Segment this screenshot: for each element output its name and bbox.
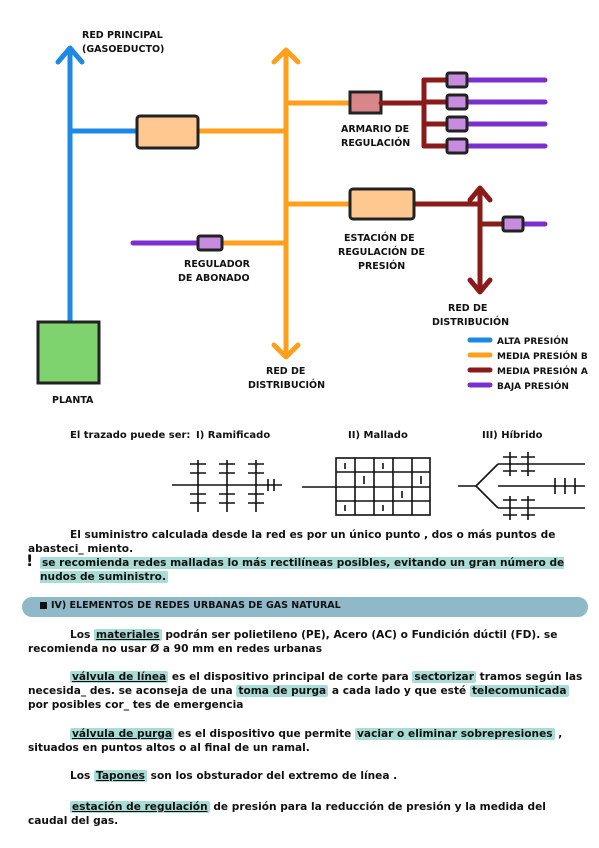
compressor-box [135, 114, 200, 150]
mallado-sketch [302, 457, 431, 516]
p1-highlight-materiales: materiales [94, 629, 162, 641]
baja-presion-lines [130, 77, 548, 246]
p5-highlight-estacion: estación de regulación [70, 801, 210, 813]
label-red-principal: RED PRINCIPAL [82, 30, 163, 41]
p2-highlight-valvula-linea: válvula de línea [70, 671, 169, 683]
p3-b: , situados en puntos altos o al final de… [28, 728, 563, 754]
square-bullet-icon [40, 602, 47, 609]
note-text: se recomienda redes malladas lo más rect… [40, 557, 565, 583]
gas-network-diagram: RED PRINCIPAL (GASOEDUCTO) ARMARIO DE RE… [36, 30, 588, 520]
paragraph-tapones: Los Tapones son los obsturador del extre… [28, 769, 588, 783]
label-red-dist-right-1: RED DE [448, 303, 487, 314]
trazado-ramificado-title: I) Ramificado [196, 430, 271, 441]
p2-a: es el dispositivo principal de corte par… [171, 671, 409, 683]
p4-b: son los obsturador del extremo de línea … [150, 770, 398, 782]
label-estacion-1: ESTACIÓN DE [344, 232, 415, 244]
media-presion-a-lines [378, 77, 506, 295]
p1-a: Los [70, 629, 91, 641]
legend-media-b: MEDIA PRESIÓN B [497, 350, 588, 362]
trazado-mallado-title: II) Mallado [348, 430, 408, 441]
suministro-text: El suministro calculada desde la red es … [28, 529, 556, 555]
label-estacion-3: PRESIÓN [358, 260, 405, 272]
p2-highlight-sectorizar: sectorizar [412, 671, 476, 683]
suministro-paragraph: El suministro calculada desde la red es … [28, 528, 588, 556]
label-red-dist-right-2: DISTRIBUCIÓN [432, 316, 509, 328]
exclamation-icon: ! [26, 551, 34, 570]
paragraph-valvula-linea: válvula de línea es el dispositivo princ… [28, 670, 588, 712]
label-regulador-2: DE ABONADO [178, 273, 250, 284]
p4-a: Los [70, 770, 91, 782]
legend-media-a: MEDIA PRESIÓN A [497, 365, 588, 377]
ramificado-sketch [172, 460, 282, 512]
paragraph-estacion: estación de regulación de presión para l… [28, 800, 588, 828]
label-red-dist-bottom-1: RED DE [266, 366, 305, 377]
p4-highlight-tapones: Tapones [94, 770, 147, 782]
label-armario-1: ARMARIO DE [341, 124, 409, 135]
label-gasoeducto: (GASOEDUCTO) [82, 44, 164, 55]
section-header-bar: IV) ELEMENTOS DE REDES URBANAS DE GAS NA… [22, 597, 588, 617]
label-armario-2: REGULACIÓN [341, 137, 410, 149]
planta-box [36, 320, 101, 385]
legend-baja: BAJA PRESIÓN [497, 380, 569, 392]
paragraph-materiales: Los materiales podrán ser polietileno (P… [28, 628, 588, 656]
p5-a: de presión para la reducción de presión … [28, 801, 546, 827]
label-planta: PLANTA [52, 395, 94, 406]
trazado-intro: El trazado puede ser: [70, 430, 191, 441]
note-paragraph: ! se recomienda redes malladas lo más re… [26, 553, 588, 584]
p2-d: por posibles cor_ tes de emergencia [28, 699, 244, 711]
p2-b: tramos según las necesida_ des. se acons… [28, 671, 583, 697]
estacion-regulacion-box [348, 187, 416, 221]
p2-highlight-toma-purga: toma de purga [236, 685, 329, 697]
p2-c: a cada lado y que esté [331, 685, 467, 697]
p2-highlight-telecomunicada: telecomunicada [469, 685, 569, 697]
p3-highlight-vaciar: vaciar o eliminar sobrepresiones [355, 728, 555, 740]
legend: ALTA PRESIÓN MEDIA PRESIÓN B MEDIA PRESI… [467, 335, 588, 392]
p3-highlight-valvula-purga: válvula de purga [70, 728, 175, 740]
section-title: IV) ELEMENTOS DE REDES URBANAS DE GAS NA… [40, 600, 341, 611]
regulator-boxes [196, 71, 525, 252]
p3-a: es el dispositivo que permite [177, 728, 352, 740]
alta-presion-line [55, 45, 140, 325]
hibrido-sketch [458, 452, 585, 520]
media-presion-b-lines [195, 47, 353, 360]
paragraph-valvula-purga: válvula de purga es el dispositivo que p… [28, 727, 588, 755]
legend-alta: ALTA PRESIÓN [497, 335, 568, 347]
armario-regulacion-box [348, 90, 383, 115]
label-estacion-2: REGULACIÓN DE [338, 246, 425, 258]
p1-b: podrán ser polietileno (PE), Acero (AC) … [28, 629, 558, 655]
trazado-hibrido-title: III) Híbrido [482, 430, 543, 441]
label-regulador-1: REGULADOR [184, 259, 251, 270]
label-red-dist-bottom-2: DISTRIBUCIÓN [248, 379, 325, 391]
